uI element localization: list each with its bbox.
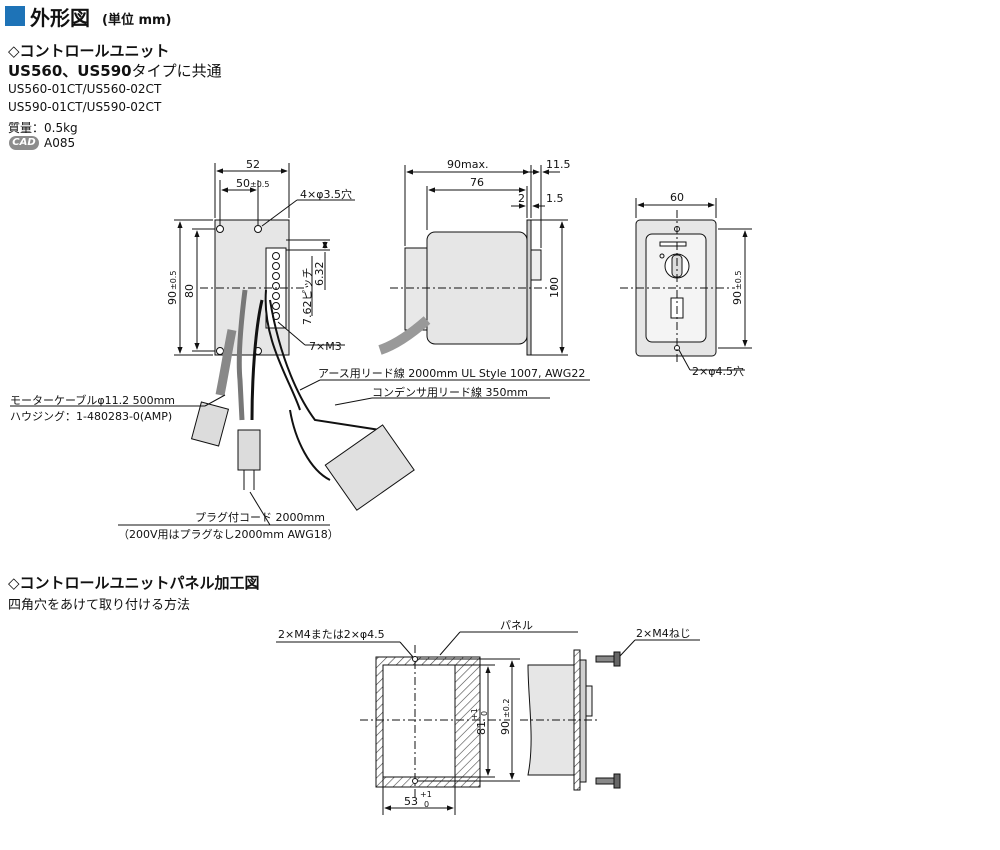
mass-label: 質量：0.5kg [8,121,78,135]
note-leaders [10,379,590,526]
model-line-1: US560-01CT/US560-02CT [8,82,162,96]
dim-90max: 90max. [447,158,488,171]
dim-80: 80 [183,284,196,298]
unit-label: (単位 mm) [102,13,172,28]
dim-90-back: 90 [731,291,744,305]
dim-6-32: 6.32 [313,262,326,287]
dim-76: 76 [470,176,484,189]
dim-7-m3: 7×M3 [309,340,342,353]
dim-90-back-tol: ±0.5 [734,271,743,290]
dim-100: 100 [548,277,561,298]
note-plug-cord: プラグ付コード 2000mm [195,510,325,524]
dim-pitch: 7.62ピッチ [301,268,314,326]
section2-subtitle: 四角穴をあけて取り付ける方法 [8,598,191,613]
dim-60: 60 [670,191,684,204]
note-plug-200v: （200V用はプラグなし2000mm AWG18） [118,527,339,541]
dim-11-5: 11.5 [546,158,571,171]
dim-81-tol-up: +1 [470,708,479,720]
condenser-icon [324,424,415,511]
motor-connector-icon [190,401,230,447]
dim-90-panel: 90 [499,721,512,735]
label-m4-screw: 2×M4ねじ [636,627,691,640]
side-view [378,165,568,356]
front-view [174,163,415,511]
header-square-icon [5,6,25,26]
plug-icon [237,429,261,471]
note-earth-lead: アース用リード線 2000mm UL Style 1007, AWG22 [318,366,585,380]
dim-90-front-tol: ±0.5 [169,271,178,290]
dim-50-tol: ±0.5 [250,180,269,189]
page-title: 外形図 [30,6,90,30]
dim-2-holes: 2×φ4.5穴 [692,364,744,378]
model-line-2: US590-01CT/US590-02CT [8,100,162,114]
dim-90-panel-tol: ±0.2 [502,699,511,718]
dimension-labels: 52 50 ±0.5 4×φ3.5穴 90 ±0.5 80 6.32 7.62ピ… [10,158,744,809]
dim-2: 2 [518,192,525,205]
models-suffix: タイプに共通 [131,62,222,80]
note-motor-cable: モーターケーブルφ11.2 500mm [10,393,175,407]
dim-50: 50 [236,177,250,190]
cad-badge: CAD [9,136,39,150]
square-cutout [382,664,456,778]
note-condenser-lead: コンデンサ用リード線 350mm [372,385,528,399]
models-bold: US560、US590 [8,62,132,80]
panel-side-body [527,664,575,776]
panel-cutout-view [276,631,700,815]
dim-53-tol-up: +1 [420,790,432,799]
label-m4-or-hole: 2×M4または2×φ4.5 [278,628,385,641]
section2-title: ◇コントロールユニットパネル加工図 [8,574,260,592]
note-housing: ハウジング：1-480283-0(AMP) [10,409,172,423]
dim-4-holes: 4×φ3.5穴 [300,187,352,201]
dim-52: 52 [246,158,260,171]
dim-81-tol-dn: 0 [480,711,489,716]
terminal-screw-icon [272,252,280,320]
back-view [620,198,752,371]
dim-1-5: 1.5 [546,192,564,205]
m4-screw-icon [595,651,621,789]
section1-title: ◇コントロールユニット [8,42,170,60]
dim-53-tol-dn: 0 [424,800,429,809]
label-panel: パネル [500,619,533,632]
models-line: US560、US590タイプに共通 [8,60,222,81]
dim-90-front: 90 [166,291,179,305]
dim-81: 81 [475,721,488,735]
cad-code: A085 [44,136,76,150]
dim-53: 53 [404,795,418,808]
